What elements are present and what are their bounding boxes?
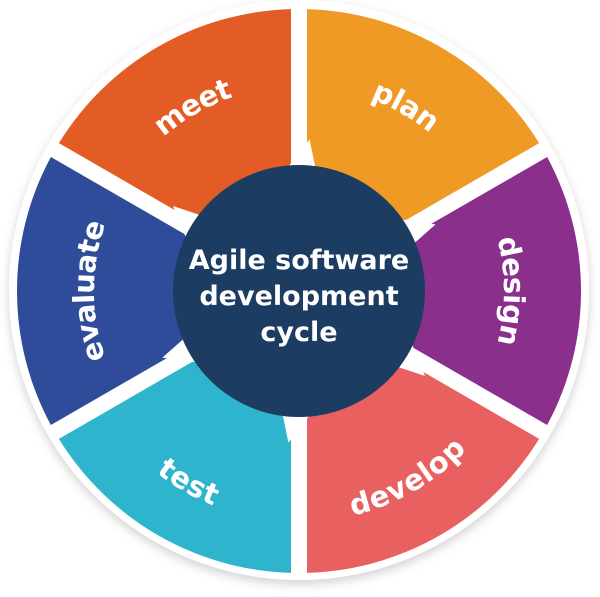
center-title-line-3: cycle — [260, 317, 337, 348]
segment-develop — [306, 356, 540, 573]
phase-segments — [16, 9, 582, 573]
phase-label-design: design — [491, 233, 532, 349]
center-title-line-2: development — [199, 281, 398, 312]
center-hub — [173, 165, 425, 417]
segment-meet — [58, 9, 292, 226]
center-title-line-1: Agile software — [189, 245, 410, 276]
segment-design — [404, 156, 582, 426]
segment-plan — [306, 9, 540, 226]
segment-test — [58, 356, 292, 573]
segment-evaluate — [16, 156, 194, 426]
